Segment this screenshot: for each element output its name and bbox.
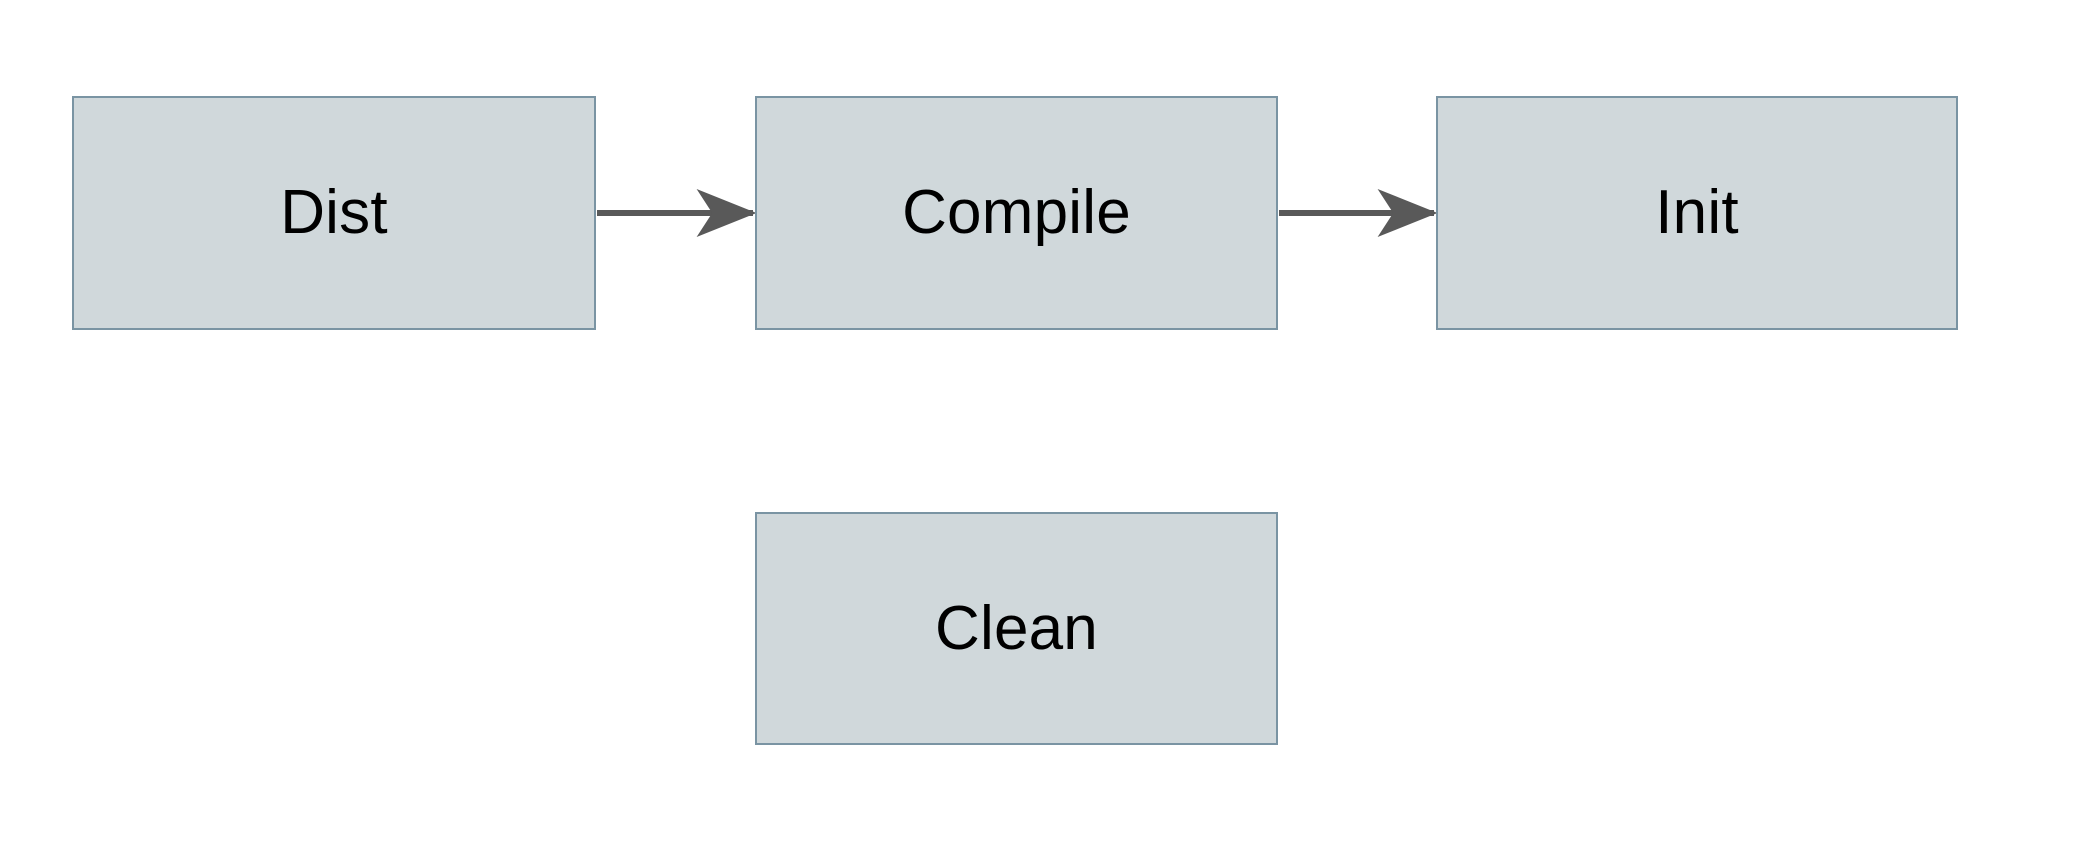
node-init-label: Init <box>1655 178 1739 247</box>
node-compile[interactable]: Compile <box>755 96 1278 330</box>
node-init[interactable]: Init <box>1436 96 1958 330</box>
node-compile-label: Compile <box>902 178 1131 247</box>
node-dist[interactable]: Dist <box>72 96 596 330</box>
node-clean[interactable]: Clean <box>755 512 1278 745</box>
node-clean-label: Clean <box>935 593 1098 663</box>
node-dist-label: Dist <box>280 178 388 247</box>
